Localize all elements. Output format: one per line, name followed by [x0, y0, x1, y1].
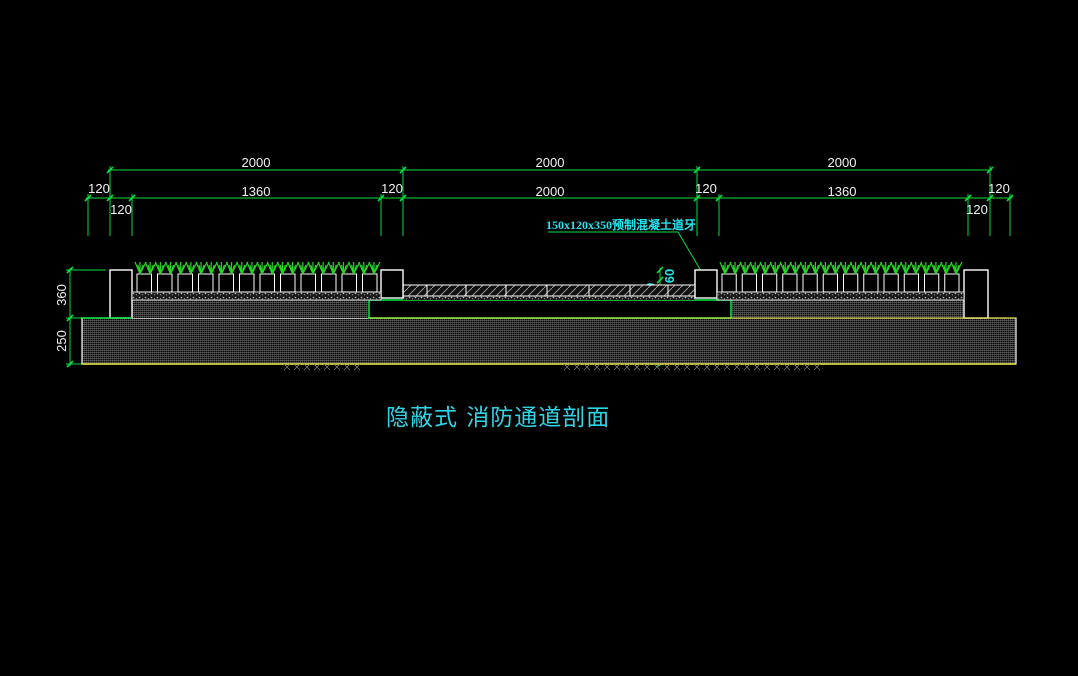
left-planter-soil: [131, 291, 382, 301]
right-outer-curb: [963, 269, 989, 319]
section-caption: 隐蔽式 消防通道剖面: [386, 405, 611, 431]
dim-second-2: 1360: [242, 184, 271, 199]
base-layer: [81, 317, 1017, 365]
dim-center-60: 60: [662, 269, 677, 283]
ground-hatch: [283, 363, 821, 371]
dim-third-left: 120: [110, 202, 132, 217]
center-gravel: [403, 296, 695, 300]
dim-left-lower: 250: [54, 330, 69, 352]
dim-second-4: 2000: [536, 184, 565, 199]
dim-top-1: 2000: [242, 155, 271, 170]
left-inner-curb: [380, 269, 404, 299]
section-structure: [81, 269, 1017, 365]
dim-second-5: 120: [695, 181, 717, 196]
right-planter-soil: [716, 291, 965, 301]
planter-cells: [136, 273, 960, 293]
curb-callout: 150x120x350预制混凝土道牙: [546, 217, 696, 232]
grass-tufts: [134, 261, 963, 275]
right-inner-curb: [694, 269, 718, 299]
dim-second-1: 120: [88, 181, 110, 196]
dim-top-2: 2000: [536, 155, 565, 170]
paver-row: [402, 284, 696, 297]
dim-top-3: 2000: [828, 155, 857, 170]
left-subgrade: [132, 300, 368, 318]
dim-second-3: 120: [381, 181, 403, 196]
right-subgrade: [732, 300, 964, 318]
left-outer-curb: [109, 269, 133, 319]
center-slab: [368, 299, 732, 319]
dim-left-upper: 360: [54, 284, 69, 306]
dim-second-7: 120: [988, 181, 1010, 196]
dim-second-6: 1360: [828, 184, 857, 199]
dim-third-right: 120: [966, 202, 988, 217]
